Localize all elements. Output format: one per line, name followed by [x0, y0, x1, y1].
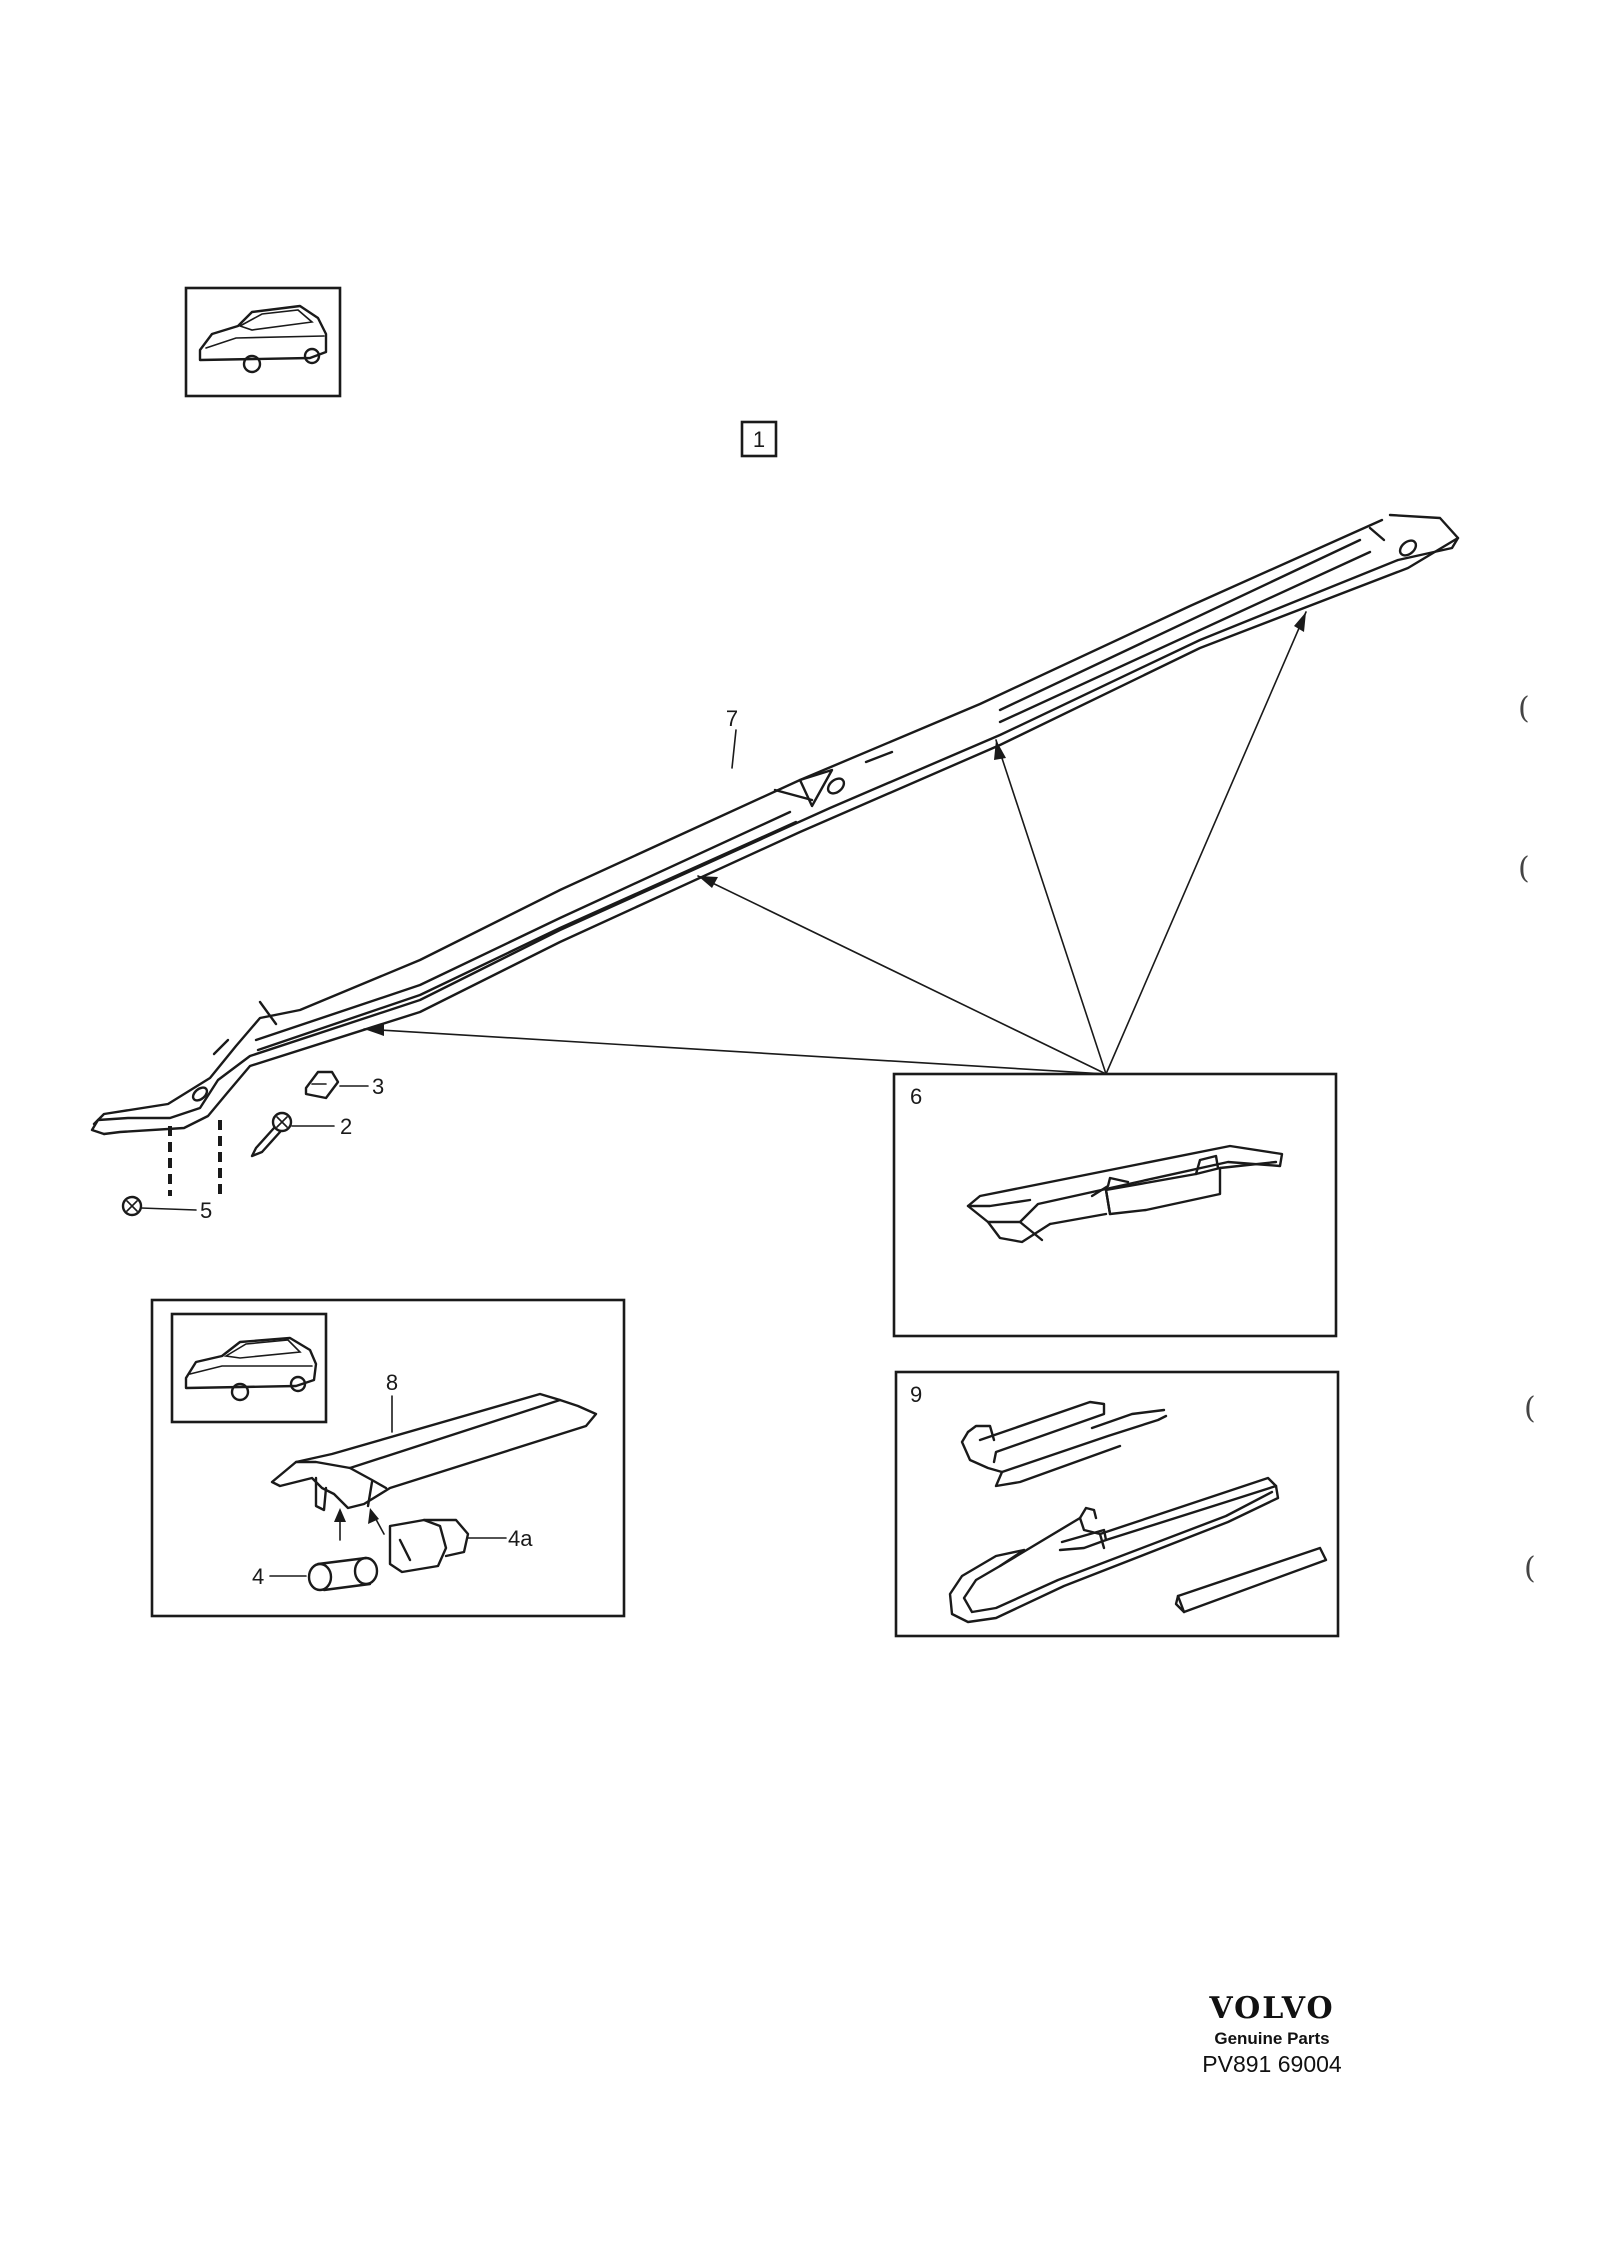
screw-part-2 — [250, 1111, 335, 1158]
label-7: 7 — [726, 706, 738, 731]
section-number-box: 1 — [740, 420, 778, 458]
car-thumbnail-inset — [170, 1312, 328, 1424]
cap-part-5 — [121, 1195, 197, 1217]
footer-brand: VOLVO Genuine Parts PV891 69004 — [1202, 1991, 1342, 2077]
roof-moulding-part-7 — [90, 513, 1460, 1136]
leader-7 — [731, 729, 737, 769]
svg-text:(: ( — [1524, 1551, 1536, 1586]
label-2: 2 — [340, 1114, 352, 1139]
label-9: 9 — [910, 1382, 922, 1407]
detail-box-8: 8 4a 4 — [150, 1298, 626, 1618]
svg-text:(: ( — [1518, 851, 1530, 886]
label-4a: 4a — [508, 1526, 533, 1551]
svg-text:(: ( — [1518, 691, 1530, 726]
margin-marks: ( ( ( ( — [1518, 691, 1536, 1586]
car-thumbnail-top — [184, 286, 342, 398]
label-8: 8 — [386, 1370, 398, 1395]
brand-subtitle: Genuine Parts — [1214, 2029, 1329, 2048]
detail-box-6: 6 — [892, 1072, 1338, 1338]
section-number: 1 — [753, 427, 765, 452]
diagram-code: PV891 69004 — [1202, 2051, 1342, 2077]
arrows-from-box-6 — [363, 611, 1307, 1075]
detail-box-9: 9 — [894, 1370, 1340, 1638]
label-4: 4 — [252, 1564, 264, 1589]
clip-part-3 — [304, 1070, 369, 1100]
label-3: 3 — [372, 1074, 384, 1099]
label-6: 6 — [910, 1084, 922, 1109]
brand-logo: VOLVO — [1208, 1991, 1334, 2026]
label-5: 5 — [200, 1198, 212, 1223]
svg-text:(: ( — [1524, 1391, 1536, 1426]
